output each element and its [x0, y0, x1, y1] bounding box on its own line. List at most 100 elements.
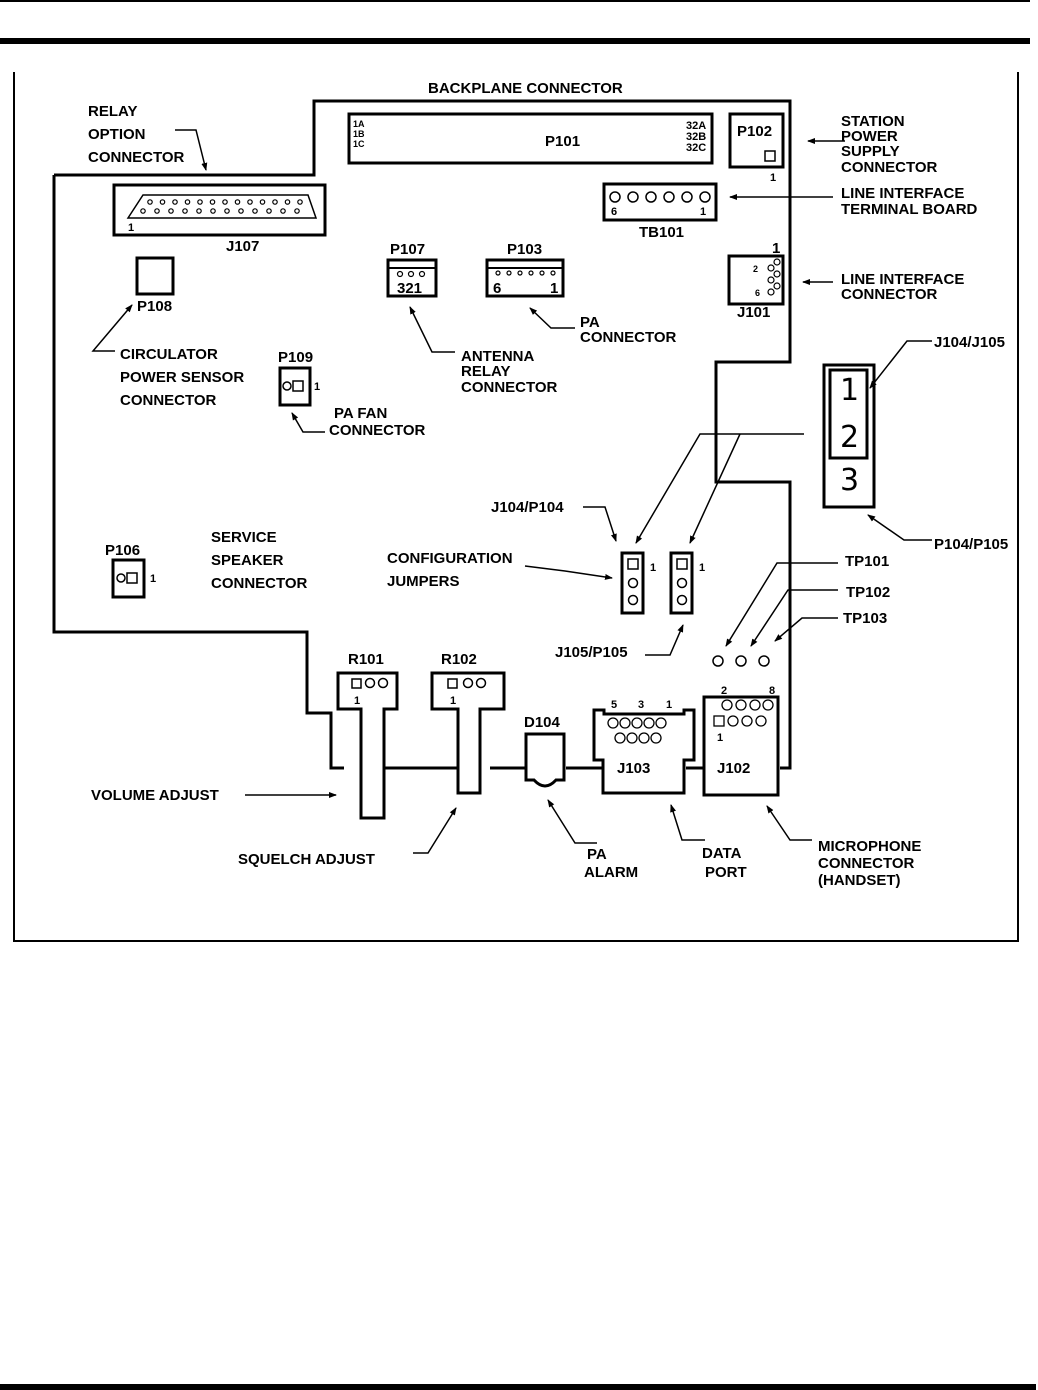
- header-thick-rule: [0, 38, 1030, 44]
- svg-text:32C: 32C: [686, 142, 706, 154]
- callout-pa-alarm: PA ALARM: [584, 846, 638, 881]
- svg-text:3: 3: [840, 463, 859, 498]
- j107-pin: [172, 199, 178, 205]
- svg-text:LINE INTERFACE: LINE INTERFACE: [841, 271, 964, 288]
- svg-text:POWER: POWER: [841, 128, 898, 145]
- j107-pin: [266, 208, 272, 214]
- j103-label: J103: [617, 760, 650, 777]
- p103-connector: P103 6 1: [485, 241, 565, 298]
- j107-pin: [209, 199, 216, 205]
- svg-text:1C: 1C: [353, 139, 365, 149]
- j107-pin: [224, 208, 230, 214]
- j107-pin: [184, 199, 191, 205]
- r101-label: R101: [348, 651, 384, 668]
- p106-connector: P106 1: [105, 542, 156, 599]
- callout-data-port: DATA PORT: [702, 845, 747, 881]
- svg-text:PA: PA: [587, 846, 607, 863]
- d104-led: D104: [524, 714, 566, 788]
- footer-thick-rule: [0, 1384, 1036, 1390]
- svg-text:1: 1: [699, 562, 705, 574]
- callout-j104-p104: J104/P104: [491, 499, 564, 516]
- j107-pin: [140, 208, 146, 214]
- tb101-label: TB101: [639, 224, 684, 241]
- p102-connector: P102 1: [728, 112, 785, 184]
- header-thin-rule: [0, 0, 1030, 2]
- j107-pin: [259, 199, 266, 205]
- leader-lines: [91, 129, 932, 854]
- callout-station-power: STATION POWER SUPPLY CONNECTOR: [841, 113, 938, 176]
- callout-tp102: TP102: [846, 584, 890, 601]
- callout-service-speaker: SERVICE SPEAKER CONNECTOR: [211, 529, 308, 592]
- p101-label: P101: [545, 133, 580, 150]
- svg-text:5: 5: [611, 699, 617, 711]
- j101-connector: 1 2 6 J101: [727, 240, 785, 321]
- svg-text:1: 1: [150, 573, 156, 585]
- callout-configuration-jumpers: CONFIGURATION JUMPERS: [387, 550, 513, 590]
- j107-pin: [197, 199, 203, 205]
- svg-text:6: 6: [493, 280, 501, 297]
- svg-text:ALARM: ALARM: [584, 864, 638, 881]
- svg-text:ANTENNA: ANTENNA: [461, 348, 534, 365]
- j107-pin: [182, 208, 188, 214]
- svg-text:PORT: PORT: [705, 864, 747, 881]
- j107-pin: [247, 199, 253, 205]
- r102-squelch-pot: R102 1: [430, 651, 506, 795]
- svg-text:1: 1: [128, 222, 134, 234]
- svg-text:32B: 32B: [686, 131, 706, 143]
- svg-text:RELAY: RELAY: [461, 363, 510, 380]
- callout-tp101: TP101: [845, 553, 889, 570]
- callout-pa-connector: PA CONNECTOR: [580, 314, 677, 346]
- svg-text:CONNECTOR: CONNECTOR: [88, 149, 185, 166]
- callout-relay-option: RELAY OPTION CONNECTOR: [88, 103, 185, 166]
- svg-text:SPEAKER: SPEAKER: [211, 552, 284, 569]
- j107-pin: [147, 199, 153, 205]
- callout-line-interface-terminal: LINE INTERFACE TERMINAL BOARD: [841, 185, 978, 218]
- svg-text:32A: 32A: [686, 120, 706, 132]
- svg-text:1: 1: [772, 240, 780, 257]
- r102-label: R102: [441, 651, 477, 668]
- svg-text:3: 3: [638, 699, 644, 711]
- callout-microphone: MICROPHONE CONNECTOR (HANDSET): [818, 838, 921, 889]
- p107-connector: P107 321: [386, 241, 438, 298]
- svg-text:2: 2: [753, 264, 758, 274]
- callout-tp103: TP103: [843, 610, 887, 627]
- j107-pin: [196, 208, 202, 214]
- svg-text:POWER SENSOR: POWER SENSOR: [120, 369, 244, 386]
- j107-pin: [234, 199, 241, 205]
- p106-label: P106: [105, 542, 140, 559]
- p109-connector: P109 1: [278, 349, 320, 407]
- svg-text:CONNECTOR: CONNECTOR: [580, 329, 677, 346]
- callout-circulator: CIRCULATOR POWER SENSOR CONNECTOR: [120, 346, 244, 409]
- svg-text:SUPPLY: SUPPLY: [841, 143, 900, 160]
- j102-microphone-jack: 2 8 1 J102: [702, 685, 780, 797]
- j107-pin: [294, 208, 300, 214]
- j107-pin: [222, 199, 228, 205]
- j107-pin: [238, 208, 244, 214]
- p101-connector: 1A 1B 1C P101 32A 32B 32C: [347, 112, 714, 165]
- jumper-j104-p104: 1: [620, 551, 656, 615]
- callout-line-interface-connector: LINE INTERFACE CONNECTOR: [841, 271, 964, 303]
- svg-text:CONNECTOR: CONNECTOR: [461, 379, 558, 396]
- callout-p104-p105: P104/P105: [934, 536, 1008, 553]
- svg-text:JUMPERS: JUMPERS: [387, 573, 460, 590]
- j107-pin: [284, 199, 291, 205]
- p109-label: P109: [278, 349, 313, 366]
- svg-text:TERMINAL BOARD: TERMINAL BOARD: [841, 201, 978, 218]
- j107-pin: [159, 199, 166, 205]
- callout-volume-adjust: VOLUME ADJUST: [91, 787, 219, 804]
- svg-text:1: 1: [650, 562, 656, 574]
- svg-text:1B: 1B: [353, 129, 365, 139]
- svg-text:CONNECTOR: CONNECTOR: [329, 422, 426, 439]
- svg-text:CONNECTOR: CONNECTOR: [841, 286, 938, 303]
- j102-label: J102: [717, 760, 750, 777]
- svg-text:CONNECTOR: CONNECTOR: [211, 575, 308, 592]
- backplane-connector-title: BACKPLANE CONNECTOR: [428, 80, 623, 97]
- svg-text:CONNECTOR: CONNECTOR: [120, 392, 217, 409]
- callout-j104-j105: J104/J105: [934, 334, 1005, 351]
- svg-text:STATION: STATION: [841, 113, 905, 130]
- jumper-position-block: 1 2 3: [822, 363, 876, 509]
- svg-text:PA: PA: [580, 314, 600, 331]
- svg-text:CONNECTOR: CONNECTOR: [841, 159, 938, 176]
- svg-text:1: 1: [666, 699, 672, 711]
